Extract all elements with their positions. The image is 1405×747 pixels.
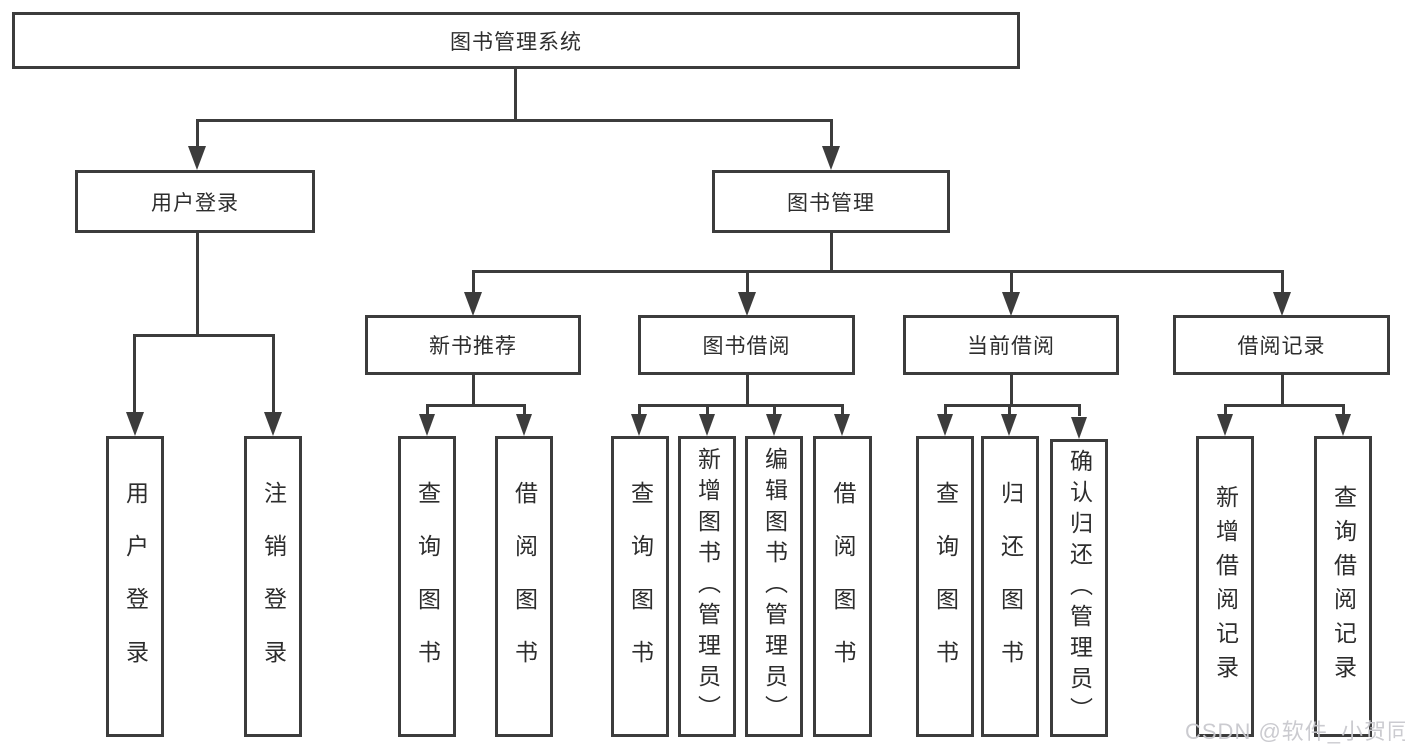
arrowhead-icon bbox=[1273, 292, 1291, 316]
connector-line bbox=[133, 334, 136, 414]
arrowhead-icon bbox=[464, 292, 482, 316]
connector-line bbox=[426, 404, 526, 407]
leaf-return-books: 归还图书 bbox=[981, 436, 1039, 737]
connector-line bbox=[830, 119, 833, 148]
leaf-add-book-admin: 新增图书（管理员） bbox=[678, 436, 736, 737]
leaf-label: 借阅图书 bbox=[511, 480, 538, 693]
leaf-label: 借阅图书 bbox=[830, 480, 856, 693]
connector-line bbox=[1010, 270, 1013, 294]
connector-line bbox=[706, 404, 709, 416]
arrowhead-icon bbox=[264, 412, 282, 436]
leaf-query-books-borrow: 查询图书 bbox=[611, 436, 669, 737]
leaf-borrow-books-recommend: 借阅图书 bbox=[495, 436, 553, 737]
node-label: 图书借阅 bbox=[702, 335, 791, 358]
connector-line bbox=[746, 270, 749, 294]
node-borrowing-records: 借阅记录 bbox=[1173, 315, 1390, 375]
arrowhead-icon bbox=[738, 292, 756, 316]
connector-line bbox=[472, 375, 475, 406]
leaf-label: 查询图书 bbox=[932, 480, 959, 693]
connector-line bbox=[773, 404, 776, 416]
leaf-query-books-recommend: 查询图书 bbox=[398, 436, 456, 737]
connector-line bbox=[196, 119, 832, 122]
leaf-add-borrow-record: 新增借阅记录 bbox=[1196, 436, 1254, 737]
arrowhead-icon bbox=[126, 412, 144, 436]
connector-line bbox=[426, 404, 429, 416]
arrowhead-icon bbox=[822, 146, 840, 170]
connector-line bbox=[1342, 404, 1345, 416]
leaf-label: 编辑图书（管理员） bbox=[761, 447, 788, 726]
leaf-query-books-current: 查询图书 bbox=[916, 436, 974, 737]
node-label: 用户登录 bbox=[151, 191, 239, 215]
connector-line bbox=[514, 69, 517, 121]
arrowhead-icon bbox=[631, 414, 647, 436]
leaf-logout: 注销登录 bbox=[244, 436, 302, 737]
connector-line bbox=[523, 404, 526, 416]
connector-line bbox=[638, 404, 844, 407]
node-label: 新书推荐 bbox=[429, 335, 517, 358]
leaf-label: 用户登录 bbox=[122, 480, 149, 693]
leaf-query-borrow-record: 查询借阅记录 bbox=[1314, 436, 1372, 737]
watermark: CSDN @软件_小贺同学 bbox=[1185, 719, 1405, 744]
arrowhead-icon bbox=[937, 414, 953, 436]
leaf-label: 注销登录 bbox=[260, 480, 287, 693]
node-label: 图书管理 bbox=[787, 191, 875, 215]
connector-line bbox=[1078, 404, 1081, 416]
connector-line bbox=[944, 404, 947, 416]
node-book-management: 图书管理 bbox=[712, 170, 950, 233]
connector-line bbox=[841, 404, 844, 416]
connector-line bbox=[638, 404, 641, 416]
connector-line bbox=[1010, 375, 1013, 406]
leaf-label: 归还图书 bbox=[997, 480, 1024, 693]
connector-line bbox=[830, 233, 833, 272]
connector-line bbox=[196, 119, 199, 148]
arrowhead-icon bbox=[516, 414, 532, 436]
leaf-user-login: 用户登录 bbox=[106, 436, 164, 737]
connector-line bbox=[133, 334, 275, 337]
arrowhead-icon bbox=[1002, 292, 1020, 316]
arrowhead-icon bbox=[699, 414, 715, 436]
leaf-edit-book-admin: 编辑图书（管理员） bbox=[745, 436, 803, 737]
connector-line bbox=[944, 404, 1081, 407]
arrowhead-icon bbox=[834, 414, 850, 436]
arrowhead-icon bbox=[419, 414, 435, 436]
leaf-borrow-books: 借阅图书 bbox=[813, 436, 872, 737]
arrowhead-icon bbox=[188, 146, 206, 170]
connector-line bbox=[472, 270, 1284, 273]
connector-line bbox=[1281, 270, 1284, 294]
node-new-book-recommendation: 新书推荐 bbox=[365, 315, 581, 375]
leaf-label: 新增图书（管理员） bbox=[694, 447, 721, 726]
leaf-label: 确认归还（管理员） bbox=[1066, 448, 1093, 728]
arrowhead-icon bbox=[1217, 414, 1233, 436]
leaf-confirm-return-admin: 确认归还（管理员） bbox=[1050, 439, 1108, 737]
connector-line bbox=[272, 334, 275, 414]
node-user-login: 用户登录 bbox=[75, 170, 315, 233]
leaf-label: 查询借阅记录 bbox=[1330, 484, 1357, 689]
node-label: 借阅记录 bbox=[1237, 335, 1326, 358]
node-library-management-system: 图书管理系统 bbox=[12, 12, 1020, 69]
arrowhead-icon bbox=[766, 414, 782, 436]
connector-line bbox=[1281, 375, 1284, 406]
leaf-label: 查询图书 bbox=[414, 480, 441, 693]
connector-line bbox=[196, 233, 199, 336]
connector-line bbox=[1008, 404, 1011, 416]
connector-line bbox=[746, 375, 749, 406]
connector-line bbox=[1224, 404, 1345, 407]
leaf-label: 查询图书 bbox=[627, 480, 654, 693]
arrowhead-icon bbox=[1335, 414, 1351, 436]
arrowhead-icon bbox=[1001, 414, 1017, 436]
node-book-borrowing: 图书借阅 bbox=[638, 315, 855, 375]
arrowhead-icon bbox=[1071, 417, 1087, 439]
connector-line bbox=[472, 270, 475, 294]
connector-line bbox=[1224, 404, 1227, 416]
node-label: 当前借阅 bbox=[967, 335, 1055, 358]
node-label: 图书管理系统 bbox=[450, 30, 582, 54]
leaf-label: 新增借阅记录 bbox=[1212, 484, 1239, 689]
node-current-borrowing: 当前借阅 bbox=[903, 315, 1119, 375]
